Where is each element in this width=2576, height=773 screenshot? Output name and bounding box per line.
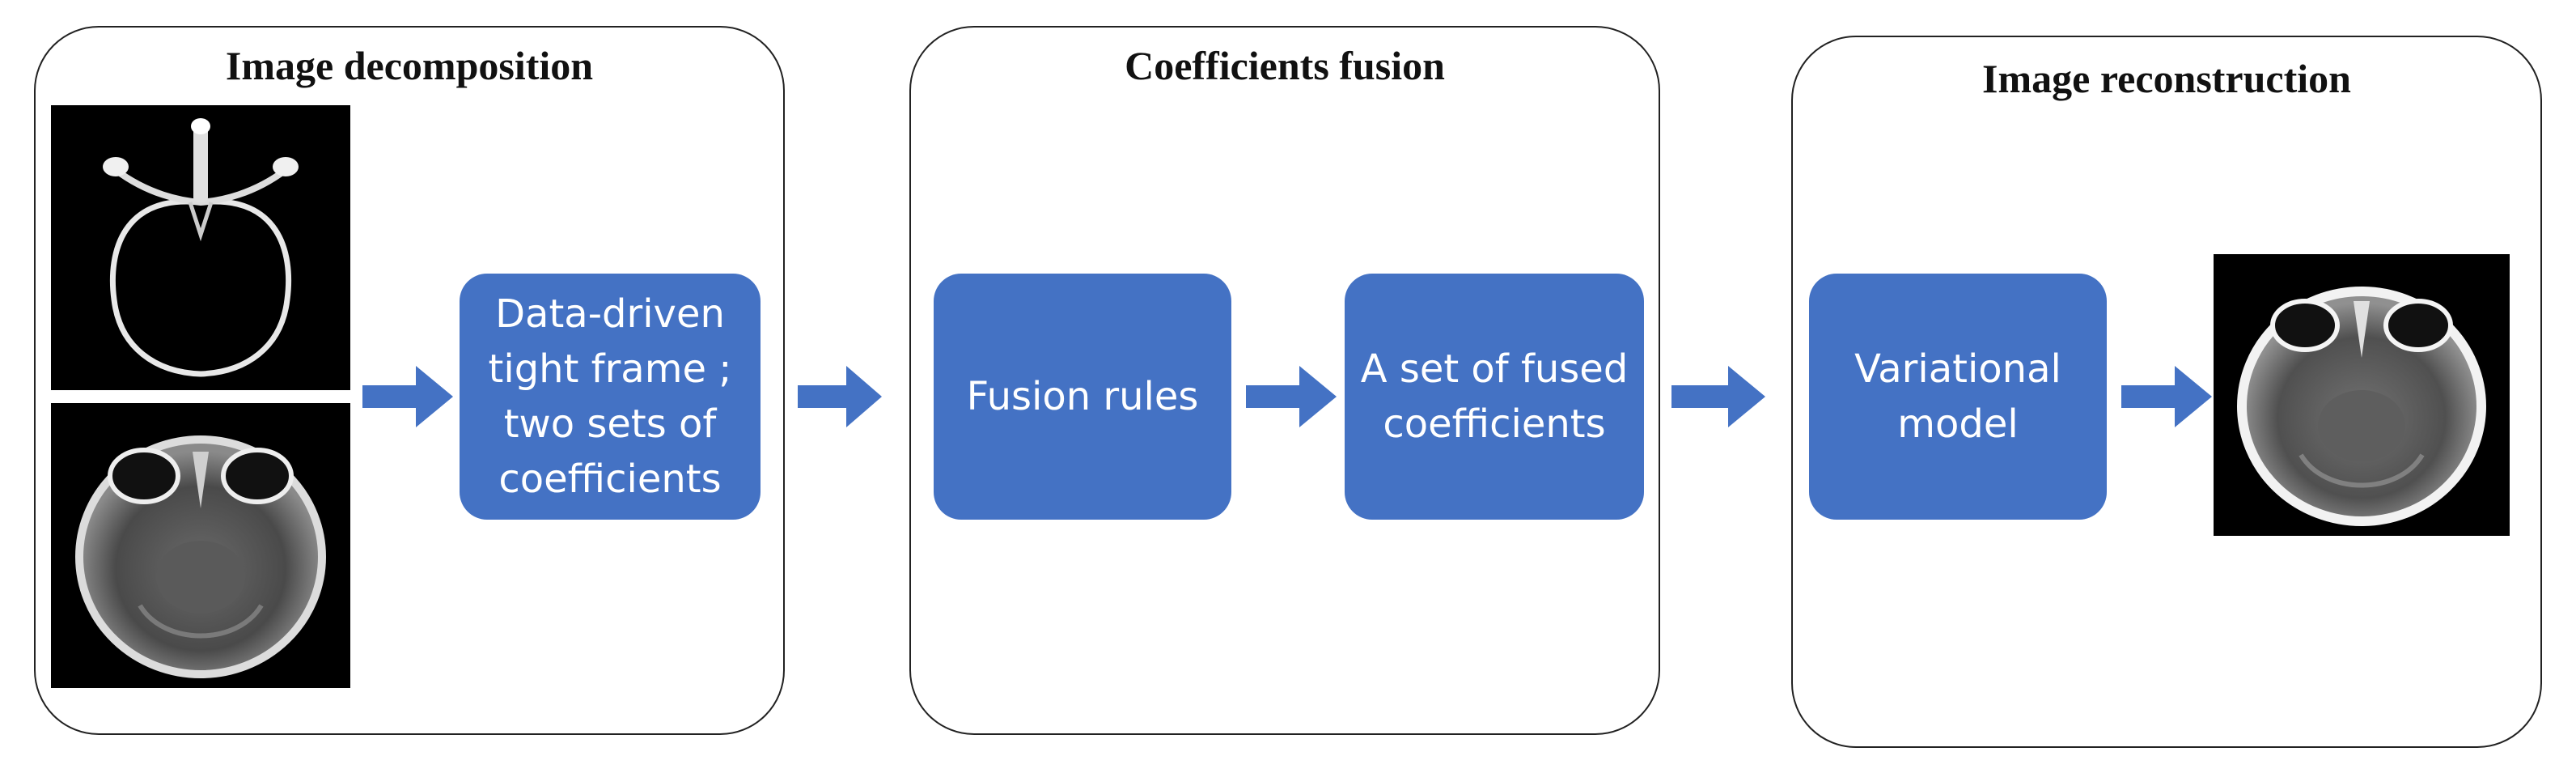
arrow-right-icon bbox=[798, 366, 882, 427]
arrow-right-icon bbox=[2121, 366, 2212, 427]
box-tight-frame: Data-driven tight frame ; two sets of co… bbox=[460, 274, 761, 520]
arrow-right-icon bbox=[362, 366, 453, 427]
box-variational-model: Variational model bbox=[1809, 274, 2107, 520]
box-fused-coefficients: A set of fused coefficients bbox=[1345, 274, 1644, 520]
fused-scan-icon bbox=[2214, 254, 2510, 536]
panel-title-reconstruction: Image reconstruction bbox=[1982, 56, 2351, 101]
box-fusion-rules: Fusion rules bbox=[934, 274, 1231, 520]
ct-scan-icon bbox=[51, 105, 350, 390]
arrow-right-icon bbox=[1671, 366, 1765, 427]
mri-scan-icon bbox=[51, 403, 350, 688]
panel-title-fusion: Coefficients fusion bbox=[1125, 43, 1445, 88]
panel-title-decomposition: Image decomposition bbox=[225, 43, 594, 88]
arrow-right-icon bbox=[1246, 366, 1337, 427]
